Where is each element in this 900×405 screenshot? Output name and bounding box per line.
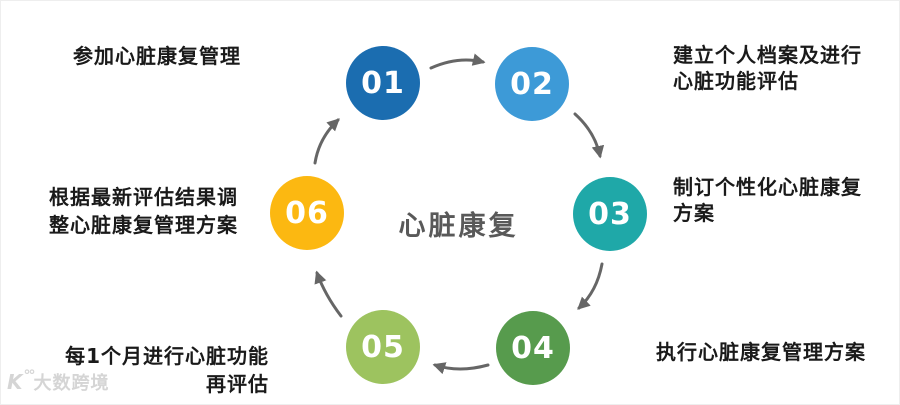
arrow-step1-to-step2-icon: [429, 53, 486, 70]
arrow-step4-to-step5-icon: [432, 362, 490, 375]
step-label-06: 根据最新评估结果调 整心脏康复管理方案: [49, 185, 238, 237]
step-label-03: 制订个性化心脏康复 方案: [673, 175, 862, 225]
step-circle-01: 01: [346, 46, 420, 120]
step-circle-05: 05: [346, 310, 420, 384]
step-label-04: 执行心脏康复管理方案: [656, 340, 866, 364]
arrow-step5-to-step6-icon: [314, 270, 343, 318]
arrow-step3-to-step4-icon: [577, 262, 604, 310]
step-number-03: 03: [588, 196, 632, 232]
step-circle-03: 03: [573, 177, 647, 251]
step-label-02: 建立个人档案及进行 心脏功能评估: [673, 43, 862, 93]
step-number-05: 05: [361, 329, 405, 365]
watermark: K 大数跨境: [7, 369, 110, 395]
step-number-02: 02: [510, 66, 554, 102]
watermark-text: 大数跨境: [33, 373, 110, 394]
watermark-logo-icon: K: [7, 369, 33, 392]
step-number-01: 01: [361, 65, 405, 101]
step-label-01: 参加心脏康复管理: [73, 44, 241, 68]
step-number-06: 06: [285, 195, 329, 231]
step-number-04: 04: [511, 330, 555, 366]
step-circle-04: 04: [496, 311, 570, 385]
step-label-05: 每1个月进行心脏功能 再评估: [65, 344, 269, 396]
step-circle-02: 02: [495, 47, 569, 121]
center-title: 心脏康复: [398, 211, 519, 242]
arrow-step2-to-step3-icon: [573, 112, 605, 159]
arrow-step6-to-step1-icon: [313, 118, 340, 165]
step-circle-06: 06: [270, 176, 344, 250]
